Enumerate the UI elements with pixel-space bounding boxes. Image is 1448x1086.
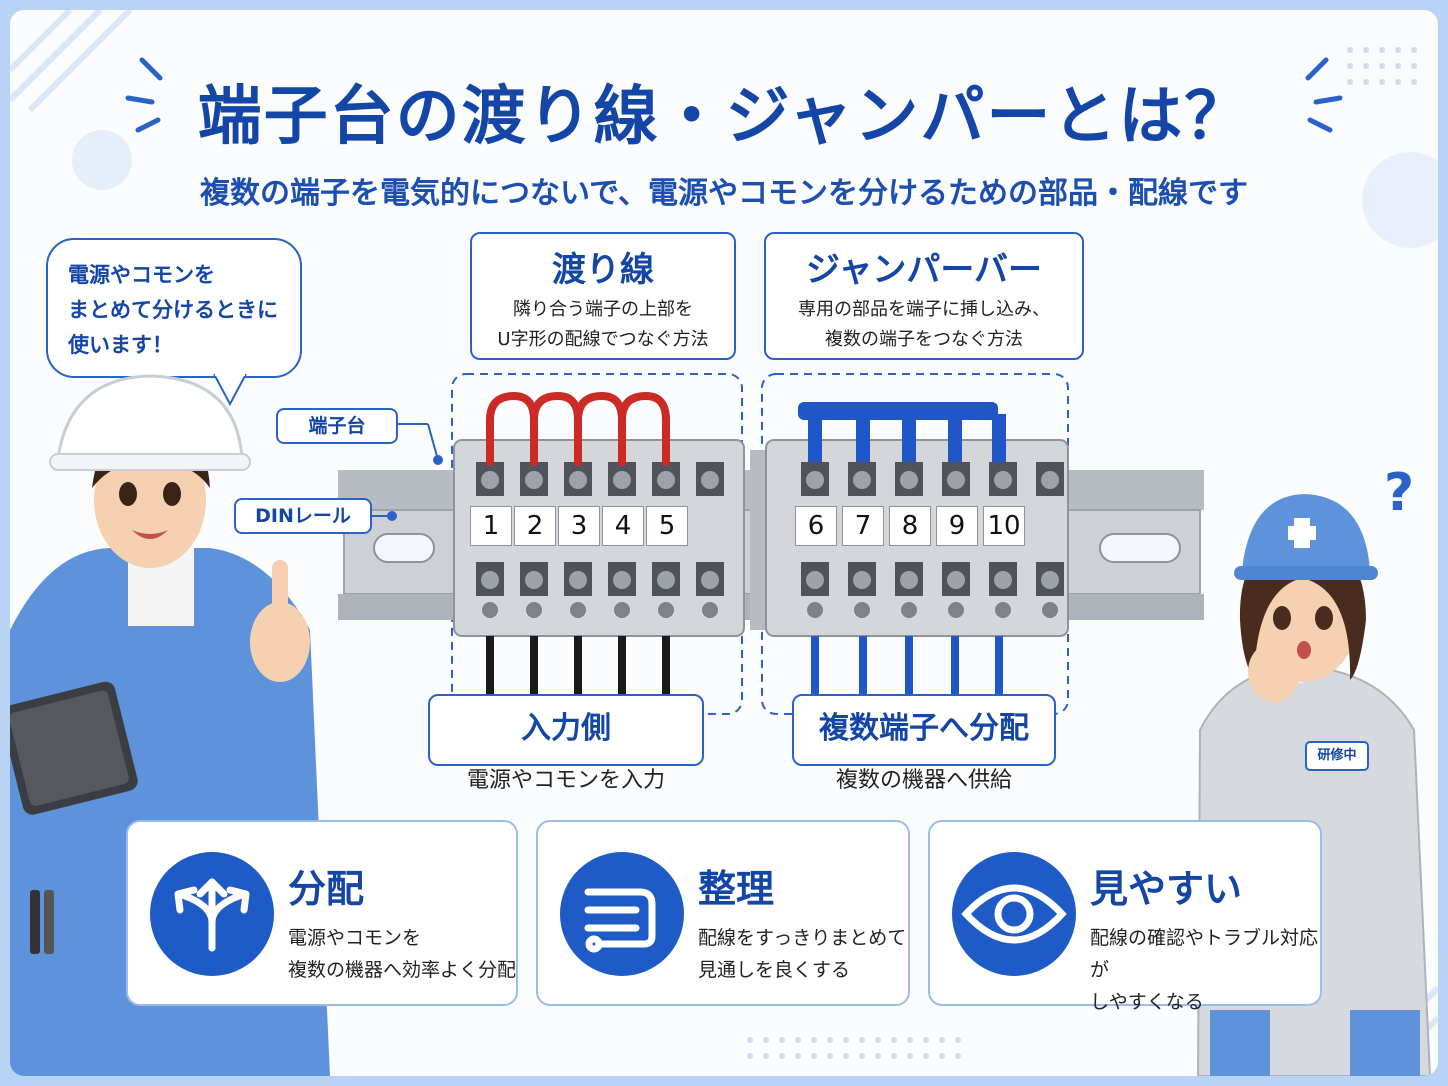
terminal-number: 5 [646,506,688,546]
screw-icon [569,571,587,589]
feature-title: 整理 [698,867,775,911]
screw-icon [853,571,871,589]
bubble-line-1: 電源やコモンを [68,263,215,287]
screw-icon [657,571,675,589]
screw-icon [947,471,965,489]
feature-desc-line-2: 見通しを良くする [698,959,851,981]
terminal-number: 8 [889,506,931,546]
feature-card-visibility: 見やすい 配線の確認やトラブル対応が しやすくなる [928,820,1322,1013]
terminal-block-tag: 端子台 [276,408,398,444]
screw-icon [806,471,824,489]
trainee-badge: 研修中 [1317,748,1357,763]
screw-icon [481,471,499,489]
speech-bubble: 電源やコモンを まとめて分けるときに 使います！ [46,238,302,378]
screw-icon [994,471,1012,489]
feature-desc: 電源やコモンを 複数の機器へ効率よく分配 [288,922,516,986]
screw-icon [613,571,631,589]
screw-icon [613,471,631,489]
screw-icon [900,571,918,589]
screw-icon [614,602,630,618]
terminal-number: 7 [842,506,884,546]
screw-icon [995,602,1011,618]
watari-sen-desc-2: U字形の配線でつなぐ方法 [497,329,709,350]
screw-icon [806,571,824,589]
infographic-card: 端子台の渡り線・ジャンパーとは？ 複数の端子を電気的につないで、電源やコモンを分… [10,10,1438,1076]
jumper-bar-desc-1: 専用の部品を端子に挿し込み、 [798,299,1050,320]
feature-desc-line-1: 配線をすっきりまとめて [698,927,907,949]
screw-icon [482,602,498,618]
input-side-desc: 電源やコモンを入力 [466,768,665,793]
screw-icon [701,571,719,589]
black-input-wires [486,636,670,700]
terminal-number: 2 [514,506,556,546]
organized-wiring-icon [584,888,656,953]
screw-icon [854,602,870,618]
red-jumper-wires [486,391,670,466]
distribute-side-box: 複数端子へ分配 [792,694,1056,766]
feature-circle [150,852,274,976]
feature-desc: 配線をすっきりまとめて 見通しを良くする [698,922,906,986]
feature-card-distribute: 分配 電源やコモンを 複数の機器へ効率よく分配 [126,820,518,1006]
bubble-line-2: まとめて分けるときに [68,298,278,322]
feature-title: 分配 [288,867,365,911]
feature-circle [560,852,684,976]
feature-desc-line-1: 電源やコモンを [288,927,422,949]
screw-icon [853,471,871,489]
screw-icon [1042,602,1058,618]
terminal-block-diagram: ? [338,373,1414,715]
feature-desc: 配線の確認やトラブル対応が しやすくなる [1090,922,1320,1018]
screw-icon [1041,571,1059,589]
jumper-bar-box: ジャンパーバー 専用の部品を端子に挿し込み、 複数の端子をつなぐ方法 [764,232,1084,360]
feature-title: 見やすい [1090,867,1243,911]
screw-icon [948,602,964,618]
watari-sen-desc-1: 隣り合う端子の上部を [513,299,693,320]
watari-sen-title: 渡り線 [552,250,654,290]
jumper-bar-desc-2: 複数の端子をつなぐ方法 [825,329,1023,350]
input-side-title: 入力側 [521,711,611,746]
screw-icon [901,602,917,618]
blue-jumper-bar [798,402,1006,462]
bubble-line-3: 使います！ [68,333,173,357]
screw-icon [994,571,1012,589]
terminal-number: 6 [795,506,837,546]
screw-icon [702,602,718,618]
screw-icon [701,471,719,489]
input-side-box: 入力側 [428,694,704,766]
terminal-number: 4 [602,506,644,546]
screw-icon [900,471,918,489]
screw-icon [570,602,586,618]
screw-icon [526,602,542,618]
feature-desc-line-2: 複数の機器へ効率よく分配 [288,959,517,981]
feature-card-organize: 整理 配線をすっきりまとめて 見通しを良くする [536,820,910,1006]
screw-icon [569,471,587,489]
din-rail-tag: DINレール [234,498,372,534]
question-mark-icon: ? [1384,463,1414,523]
feature-circle [952,852,1076,976]
screw-icon [657,471,675,489]
feature-desc-line-2: しやすくなる [1090,991,1204,1013]
screw-icon [481,571,499,589]
jumper-bar-title: ジャンパーバー [806,250,1042,290]
screw-icon [658,602,674,618]
screw-icon [525,571,543,589]
screw-icon [807,602,823,618]
split-arrows-icon [174,878,250,952]
page-title: 端子台の渡り線・ジャンパーとは？ [197,80,1251,154]
page-subtitle: 複数の端子を電気的につないで、電源やコモンを分けるための部品・配線です [200,176,1248,211]
screw-icon [947,571,965,589]
screw-icon [1041,471,1059,489]
feature-desc-line-1: 配線の確認やトラブル対応が [1090,927,1319,981]
screw-icon [525,471,543,489]
background-decoration [10,10,1438,1076]
distribute-side-title: 複数端子へ分配 [819,711,1029,746]
terminal-number: 9 [936,506,978,546]
watari-sen-box: 渡り線 隣り合う端子の上部を U字形の配線でつなぐ方法 [470,232,736,360]
bubble-tail [213,374,247,407]
terminal-number: 10 [983,506,1025,546]
distribute-side-desc: 複数の機器へ供給 [835,768,1012,793]
terminal-number: 3 [558,506,600,546]
eye-icon [961,884,1067,944]
terminal-number: 1 [470,506,512,546]
blue-output-wires [811,636,1003,700]
